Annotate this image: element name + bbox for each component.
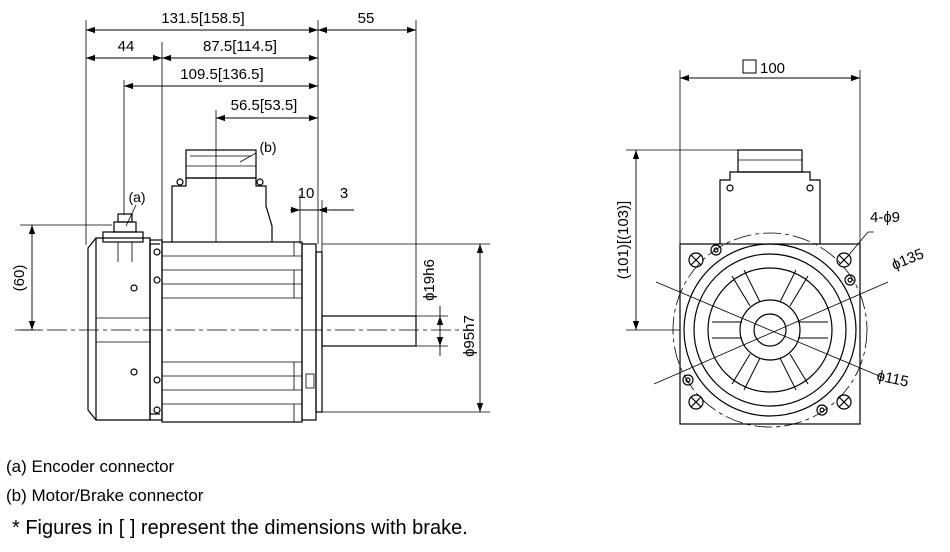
dim-body-length: 87.5[114.5] bbox=[203, 38, 277, 55]
front-outer-circle bbox=[683, 243, 857, 417]
front-housing-circle bbox=[693, 253, 847, 407]
motor-body bbox=[161, 241, 303, 423]
front-view bbox=[626, 70, 889, 428]
output-shaft bbox=[321, 315, 417, 347]
dim-bolt-circle: ɸ135 bbox=[889, 245, 926, 273]
front-flange bbox=[301, 243, 323, 421]
front-dimension-lines bbox=[626, 70, 889, 385]
legend-encoder-connector: (a) Encoder connector bbox=[6, 457, 175, 476]
dim-square-size: 100 bbox=[760, 60, 785, 77]
square-symbol-icon bbox=[742, 59, 757, 74]
front-rib-circle bbox=[707, 267, 833, 393]
front-pilot-circle bbox=[739, 299, 801, 361]
dim-spigot-diameter: ɸ95h7 bbox=[461, 315, 478, 357]
dim-height-with-connector: (101)[(103)] bbox=[615, 201, 632, 279]
dim-shaft-length: 55 bbox=[358, 10, 375, 27]
dim-pilot-diameter: ɸ115 bbox=[875, 367, 910, 390]
front-mounting-holes bbox=[688, 252, 852, 410]
dim-encoder-offset: 44 bbox=[118, 38, 135, 55]
front-ribs bbox=[712, 269, 828, 391]
rear-flange bbox=[149, 239, 163, 421]
encoder-connector bbox=[102, 213, 144, 262]
callout-encoder-connector: (a) bbox=[128, 189, 145, 205]
brake-dimension-note: * Figures in [ ] represent the dimension… bbox=[12, 517, 468, 539]
front-shaft-circle bbox=[753, 313, 787, 347]
side-dimension-lines bbox=[28, 26, 484, 412]
side-dimension-labels: 131.5[158.5] 55 44 87.5[114.5] 109.5[136… bbox=[11, 10, 478, 357]
dim-mounting-holes: 4-ɸ9 bbox=[870, 209, 900, 226]
motor-connector bbox=[171, 149, 273, 242]
dim-spigot-depth: 3 bbox=[340, 185, 348, 202]
side-view bbox=[15, 20, 490, 423]
dim-flange-to-motor-connector: 56.5[53.5] bbox=[231, 97, 298, 114]
front-screws bbox=[682, 244, 856, 416]
front-connector bbox=[719, 149, 821, 244]
dim-overall-length: 131.5[158.5] bbox=[161, 10, 244, 27]
callout-motor-connector: (b) bbox=[259, 139, 276, 155]
dim-flange-to-encoder-connector: 109.5[136.5] bbox=[180, 66, 263, 83]
side-leaders bbox=[125, 152, 257, 227]
front-dimension-labels: 100 (101)[(103)] 4-ɸ9 ɸ135 ɸ115 bbox=[615, 59, 926, 391]
dim-flange-thickness: 10 bbox=[298, 185, 315, 202]
dim-shaft-diameter: ɸ19h6 bbox=[421, 259, 438, 301]
encoder-cover bbox=[87, 237, 160, 421]
legend-motor-brake-connector: (b) Motor/Brake connector bbox=[6, 486, 204, 505]
dim-connector-height: (60) bbox=[11, 265, 28, 292]
